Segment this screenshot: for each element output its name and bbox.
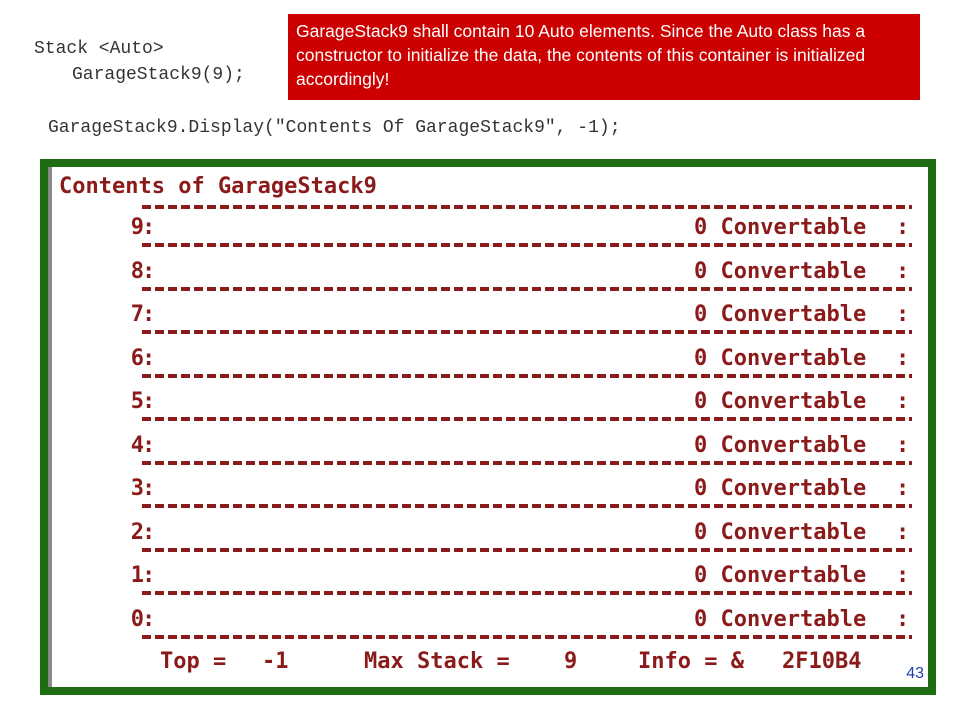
row-end-separator: : [896, 433, 910, 458]
footer-info-label: Info = & [638, 649, 744, 674]
row-value: 0 Convertable [694, 389, 867, 414]
row-separator: : [142, 389, 156, 414]
row-divider [142, 548, 912, 552]
row-divider [142, 374, 912, 378]
page-number: 43 [906, 665, 924, 682]
code-line-constructor: GarageStack9(9); [72, 65, 245, 85]
row-index: 9 [130, 215, 144, 240]
row-end-separator: : [896, 607, 910, 632]
code-line-display-call: GarageStack9.Display("Contents Of Garage… [48, 118, 621, 138]
row-end-separator: : [896, 346, 910, 371]
row-value: 0 Convertable [694, 302, 867, 327]
console-output: Contents of GarageStack9 Top = -1 Max St… [48, 167, 928, 687]
callout-text: GarageStack9 shall contain 10 Auto eleme… [296, 21, 866, 89]
row-end-separator: : [896, 302, 910, 327]
row-value: 0 Convertable [694, 607, 867, 632]
row-index: 5 [130, 389, 144, 414]
row-value: 0 Convertable [694, 215, 867, 240]
row-index: 4 [130, 433, 144, 458]
row-index: 0 [130, 607, 144, 632]
row-separator: : [142, 259, 156, 284]
callout-note: GarageStack9 shall contain 10 Auto eleme… [288, 14, 920, 100]
row-divider [142, 504, 912, 508]
row-divider [142, 330, 912, 334]
row-separator: : [142, 476, 156, 501]
console-title: Contents of GarageStack9 [59, 174, 377, 199]
row-index: 6 [130, 346, 144, 371]
row-index: 3 [130, 476, 144, 501]
row-index: 2 [130, 520, 144, 545]
row-end-separator: : [896, 389, 910, 414]
row-index: 7 [130, 302, 144, 327]
row-divider [142, 243, 912, 247]
row-divider [142, 287, 912, 291]
row-end-separator: : [896, 476, 910, 501]
row-value: 0 Convertable [694, 476, 867, 501]
row-value: 0 Convertable [694, 563, 867, 588]
row-separator: : [142, 563, 156, 588]
row-separator: : [142, 302, 156, 327]
console-divider [142, 205, 912, 209]
row-index: 1 [130, 563, 144, 588]
footer-info-value: 2F10B4 [782, 649, 862, 674]
console-window: Contents of GarageStack9 Top = -1 Max St… [40, 159, 936, 695]
row-end-separator: : [896, 520, 910, 545]
row-value: 0 Convertable [694, 520, 867, 545]
footer-top-label: Top = [160, 649, 227, 674]
row-end-separator: : [896, 259, 910, 284]
row-end-separator: : [896, 563, 910, 588]
row-separator: : [142, 346, 156, 371]
row-separator: : [142, 215, 156, 240]
row-value: 0 Convertable [694, 259, 867, 284]
row-separator: : [142, 520, 156, 545]
footer-max-value: 9 [564, 649, 578, 674]
row-value: 0 Convertable [694, 346, 867, 371]
row-separator: : [142, 607, 156, 632]
row-divider [142, 635, 912, 639]
row-value: 0 Convertable [694, 433, 867, 458]
footer-top-value: -1 [262, 649, 289, 674]
row-index: 8 [130, 259, 144, 284]
row-divider [142, 461, 912, 465]
row-separator: : [142, 433, 156, 458]
row-divider [142, 591, 912, 595]
footer-max-label: Max Stack = [364, 649, 510, 674]
code-line-declaration: Stack <Auto> [34, 39, 164, 59]
row-divider [142, 417, 912, 421]
row-end-separator: : [896, 215, 910, 240]
